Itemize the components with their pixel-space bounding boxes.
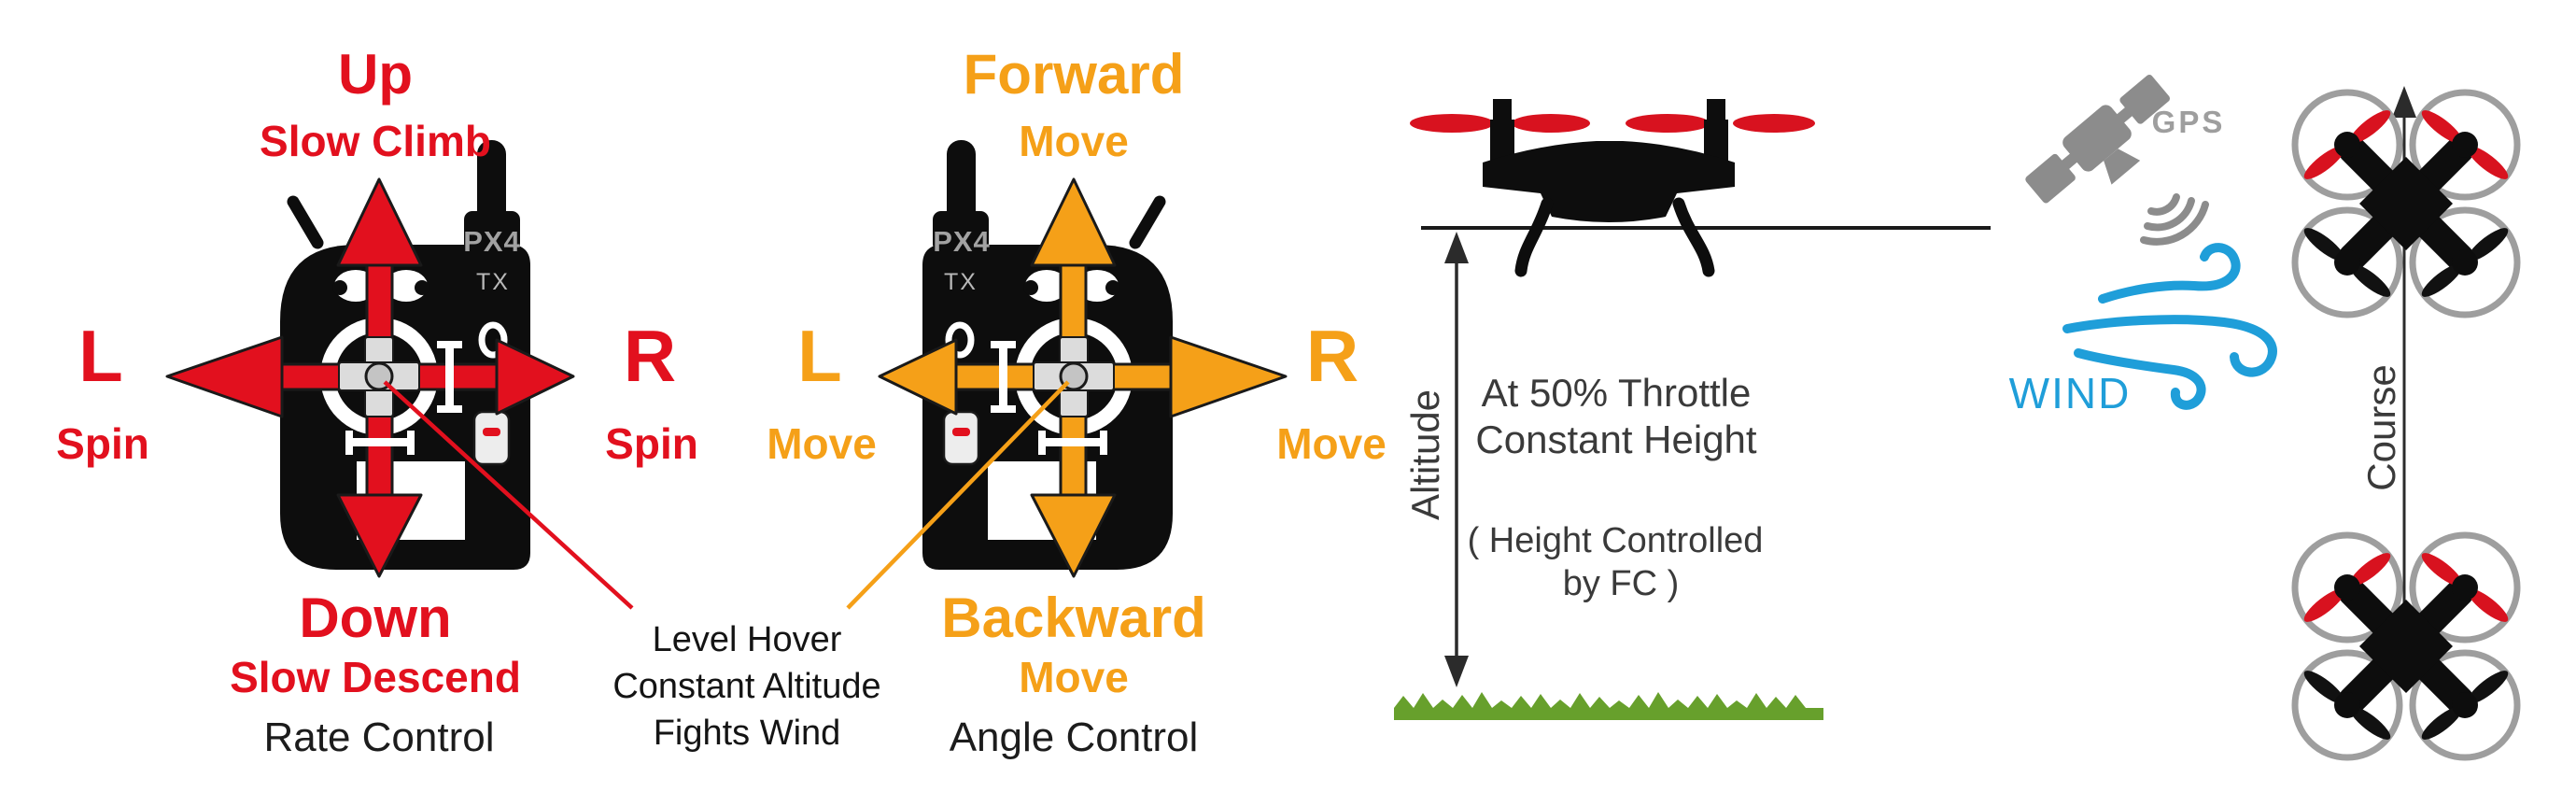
rate-up-sublabel: Slow Climb <box>260 117 491 165</box>
altitude-arrow <box>1444 232 1469 687</box>
quadcopter-top-view-front <box>2295 92 2517 315</box>
angle-left-sublabel: Move <box>767 419 877 468</box>
throttle-note-line1: At 50% Throttle <box>1481 371 1752 415</box>
rate-right-sublabel: Spin <box>605 419 698 468</box>
rate-control-caption: Rate Control <box>263 714 495 760</box>
angle-down-sublabel: Move <box>1019 653 1129 701</box>
angle-device-label: PX4 <box>933 225 991 258</box>
wind-label: WIND <box>2008 369 2132 417</box>
gps-satellite-icon <box>2025 75 2209 246</box>
rate-device-label: PX4 <box>463 225 521 258</box>
angle-right-label: R <box>1305 315 1359 397</box>
course-axis-label: Course <box>2359 364 2403 491</box>
rate-left-sublabel: Spin <box>56 419 149 468</box>
angle-left-label: L <box>797 315 842 397</box>
fc-note-line1: ( Height Controlled <box>1467 521 1764 560</box>
drone-side-view <box>1410 99 1815 277</box>
quadcopter-top-view-rear <box>2295 535 2517 757</box>
wind-icon <box>2062 243 2277 410</box>
hover-note-line1: Level Hover <box>652 620 842 659</box>
hover-note: Level Hover Constant Altitude Fights Win… <box>612 616 880 757</box>
drone-propellers <box>1410 114 1815 133</box>
gps-label: GPS <box>2151 105 2226 139</box>
throttle-note-line2: Constant Height <box>1475 417 1757 461</box>
rate-left-label: L <box>78 315 123 397</box>
grass-icon <box>1394 692 1823 720</box>
altitude-axis-label: Altitude <box>1403 389 1447 521</box>
fc-note-line2: by FC ) <box>1562 564 1680 603</box>
angle-up-label: Forward <box>963 43 1185 106</box>
angle-pointer-line <box>846 380 1070 610</box>
rate-down-label: Down <box>299 587 452 649</box>
rate-down-sublabel: Slow Descend <box>230 653 521 701</box>
angle-up-sublabel: Move <box>1019 117 1129 165</box>
hover-note-line3: Fights Wind <box>653 714 841 754</box>
rate-right-label: R <box>623 315 677 397</box>
rate-control-transmitter-illustration <box>165 140 575 578</box>
rate-device-sublabel: TX <box>476 269 510 295</box>
hover-note-line2: Constant Altitude <box>612 667 881 707</box>
rate-pointer-line <box>383 380 634 610</box>
angle-right-sublabel: Move <box>1276 419 1387 468</box>
angle-down-label: Backward <box>941 587 1206 649</box>
rate-up-label: Up <box>338 43 413 106</box>
angle-control-caption: Angle Control <box>949 714 1199 760</box>
angle-device-sublabel: TX <box>944 269 978 295</box>
